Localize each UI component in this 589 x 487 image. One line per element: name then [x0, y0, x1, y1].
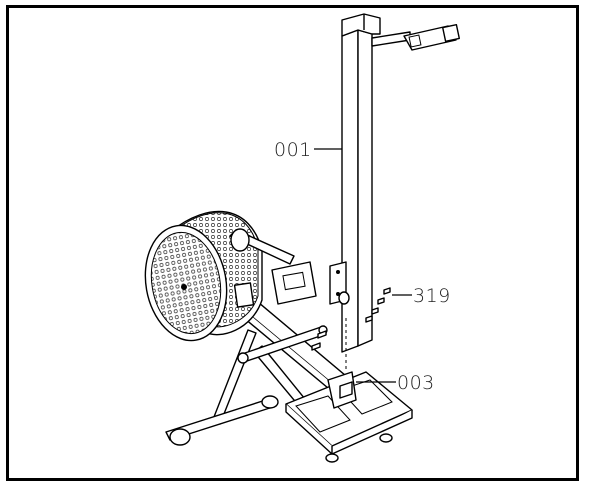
console [229, 228, 317, 305]
diagram-frame [6, 5, 579, 481]
front-stabilizer [285, 371, 413, 463]
callout-001: 001 [274, 139, 312, 161]
rail [329, 13, 461, 353]
callout-003: 003 [397, 372, 435, 394]
screws [311, 287, 391, 351]
callout-319: 319 [413, 285, 451, 307]
